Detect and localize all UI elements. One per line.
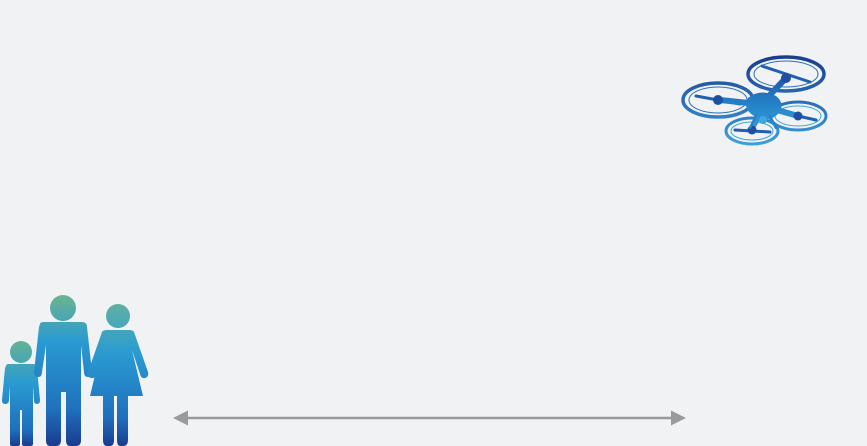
drone-body — [746, 92, 782, 120]
child-figure — [2, 341, 40, 446]
quadcopter-drone-icon — [681, 55, 828, 146]
family-people-icon — [2, 295, 149, 446]
adult-male-figure — [34, 295, 92, 446]
camera-gimbal — [759, 116, 767, 124]
rotor-ring-top-right — [746, 55, 826, 93]
motor-hubs — [713, 73, 803, 135]
drone-landing-gear — [748, 114, 778, 130]
adult-female-figure — [87, 304, 149, 446]
